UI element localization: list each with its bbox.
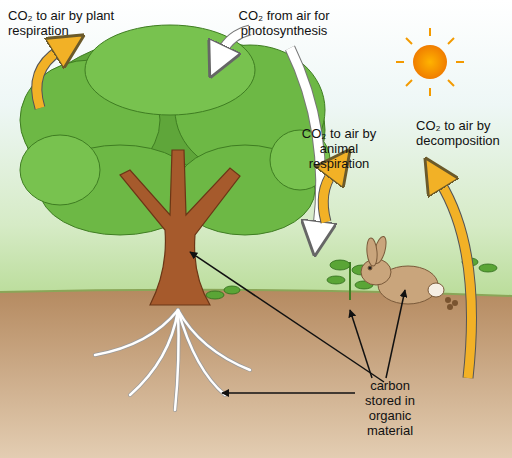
decomposition-label: CO₂ to air by decomposition — [416, 118, 512, 148]
plant-respiration-label: CO₂ to air by plant respiration — [8, 8, 126, 38]
tree-trunk — [120, 150, 240, 305]
small-plant — [206, 258, 497, 300]
photosynthesis-label: CO₂ from air for photosynthesis — [229, 8, 339, 38]
decomposition-arrow — [440, 182, 472, 378]
sun — [396, 28, 464, 96]
soil — [0, 290, 512, 458]
rabbit — [361, 235, 444, 304]
plant-respiration-arrow — [37, 50, 60, 108]
animal-respiration-label: CO₂ to air by animal respiration — [300, 126, 378, 171]
sky — [0, 0, 512, 300]
animal-respiration-arrow — [323, 172, 333, 222]
tree-roots — [95, 310, 250, 410]
carbon-pointer-lines — [190, 252, 405, 393]
carbon-storage-label: carbon stored in organic material — [356, 378, 424, 438]
droppings — [445, 297, 458, 310]
